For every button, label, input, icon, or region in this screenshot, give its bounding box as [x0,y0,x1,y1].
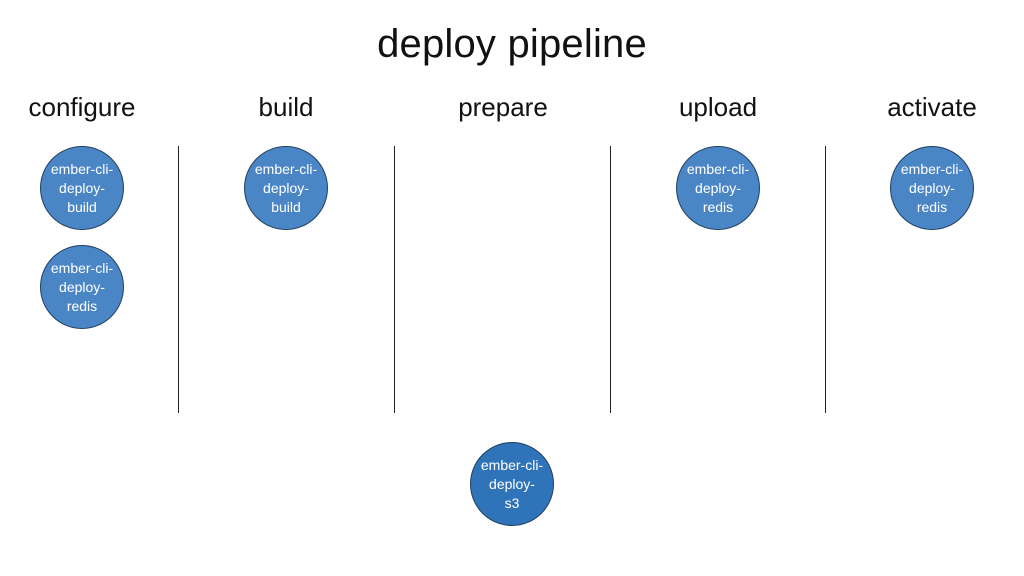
stage-divider [825,146,826,413]
stage-label-upload: upload [678,92,758,122]
plugin-node-upload-redis: ember-cli- deploy- redis [676,146,760,230]
stage-label-configure: configure [28,92,136,122]
stage-divider [610,146,611,413]
plugin-node-activate-redis: ember-cli- deploy- redis [890,146,974,230]
diagram-title: deploy pipeline [377,22,647,66]
plugin-node-configure-redis: ember-cli- deploy- redis [40,245,124,329]
stage-label-activate: activate [887,92,977,122]
stage-divider [394,146,395,413]
plugin-node-s3: ember-cli- deploy- s3 [470,442,554,526]
stage-label-build: build [258,92,314,122]
stage-label-prepare: prepare [458,92,548,122]
plugin-node-build-build: ember-cli- deploy- build [244,146,328,230]
stage-divider [178,146,179,413]
plugin-node-configure-build: ember-cli- deploy- build [40,146,124,230]
